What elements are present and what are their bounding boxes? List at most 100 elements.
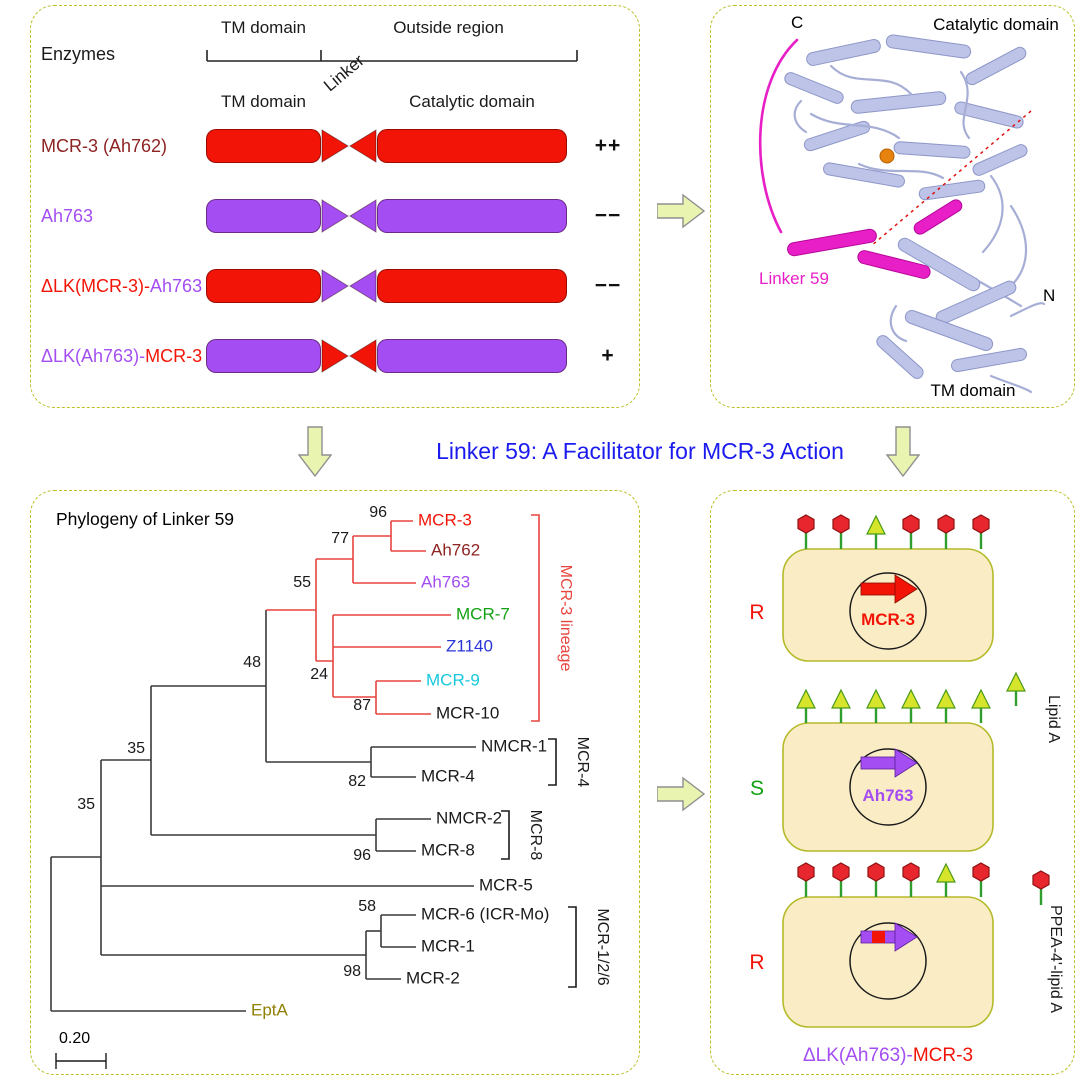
- enzyme-name: MCR-3 (Ah762): [41, 128, 167, 164]
- cells-diagram: MCR-3 Ah763 R S R Lipid A PPEA-4'-lipid …: [749, 513, 1064, 1066]
- scale-bar: 0.20: [55, 1030, 107, 1069]
- arrow-shape: [298, 426, 332, 478]
- enzyme-name-part1: Ah763: [41, 206, 94, 226]
- arrow-down-left: [298, 426, 332, 478]
- gene-arrow-mcr3: [860, 574, 918, 604]
- linker-loop: [758, 38, 799, 234]
- surface-molecule-tri: [830, 688, 852, 725]
- enzyme-row-mcr3: MCR-3 (Ah762) ++: [31, 128, 639, 164]
- catalytic-domain-bar: [377, 199, 567, 233]
- construct-label-part1: ΔLK(Ah763)-: [803, 1045, 913, 1066]
- surface-molecule-tri: [935, 862, 957, 899]
- surface-molecule-tri: [865, 514, 887, 551]
- arrow-right-top: [657, 193, 705, 229]
- tm-domain-label: TM domain: [930, 381, 1015, 400]
- linker-bowtie: [321, 199, 377, 233]
- taxon-label: MCR-10: [436, 703, 499, 722]
- ppea-lipid-a-label: PPEA-4'-lipid A: [1047, 905, 1064, 1013]
- bootstrap-value: 55: [293, 574, 311, 591]
- catalytic-domain-bar: [377, 269, 567, 303]
- taxon-label: Z1140: [446, 636, 493, 655]
- enzyme-row-dlk-ah763-mcr3: ΔLK(Ah763)-MCR-3 +: [31, 338, 639, 374]
- surface-molecule-hex: [796, 513, 816, 551]
- bowtie-left-triangle: [321, 339, 349, 373]
- taxon-label: MCR-6 (ICR-Mo): [421, 904, 549, 923]
- bootstrap-value: 96: [369, 504, 387, 521]
- clade-labels: MCR-3 lineage MCR-4 MCR-8 MCR-1/2/6: [527, 565, 611, 986]
- taxon-label: MCR-1: [421, 936, 475, 955]
- surface-molecule-tri: [865, 688, 887, 725]
- phenotype-r1: R: [749, 601, 764, 624]
- taxa-labels: MCR-3 Ah762 Ah763 MCR-7 Z1140 MCR-9 MCR-…: [251, 510, 549, 1019]
- bootstrap-values: 96 77 55 48 24 87 35 82 35 96 58 98: [77, 504, 387, 980]
- surface-molecule-hex: [936, 513, 956, 551]
- bootstrap-value: 24: [310, 666, 328, 683]
- gene-arrow-chimera: [860, 922, 918, 952]
- enzyme-name-part1: ΔLK(Ah763)-: [41, 346, 146, 366]
- surface-molecule-hex: [866, 861, 886, 899]
- cell-bodies: [782, 548, 994, 1028]
- gene-arrow-ah763: [860, 748, 918, 778]
- arrow-shape: [657, 193, 705, 229]
- taxon-label: MCR-4: [421, 766, 475, 785]
- loop-ribbons: [793, 64, 1046, 394]
- bowtie-right-triangle: [349, 129, 377, 163]
- taxon-label: NMCR-2: [436, 808, 502, 827]
- enzyme-row-ah763: Ah763 −−: [31, 198, 639, 234]
- linker-bowtie: [321, 129, 377, 163]
- region-ruler: [206, 50, 578, 62]
- tm-domain-bar: [206, 129, 321, 163]
- enzyme-name-part1: ΔLK(MCR-3)-: [41, 276, 151, 296]
- arrow-shape: [657, 776, 705, 812]
- taxon-label: MCR-9: [426, 670, 480, 689]
- bootstrap-value: 87: [353, 697, 371, 714]
- figure-main-title: Linker 59: A Facilitator for MCR-3 Actio…: [436, 438, 844, 464]
- bootstrap-value: 96: [353, 847, 371, 864]
- plasmid-ah763: [849, 748, 927, 826]
- taxon-label: Ah763: [421, 572, 470, 591]
- bowtie-right-triangle: [349, 339, 377, 373]
- linker-bowtie: [321, 339, 377, 373]
- column-catalytic-label: Catalytic domain: [409, 92, 535, 111]
- enzyme-name: ΔLK(Ah763)-MCR-3: [41, 338, 202, 374]
- catalytic-domain-label: Catalytic domain: [933, 15, 1059, 34]
- bootstrap-value: 82: [348, 773, 366, 790]
- lipid-a-icon: [1005, 671, 1027, 708]
- ruler-tm-label: TM domain: [220, 18, 307, 37]
- bracket-mcr8: [501, 810, 510, 860]
- surface-molecule-hex: [901, 513, 921, 551]
- metal-ion: [879, 148, 895, 164]
- arrow-shape: [886, 426, 920, 478]
- ruler-outside-label: Outside region: [393, 18, 504, 37]
- activity-indicator: −−: [594, 274, 622, 297]
- activity-indicator: ++: [594, 134, 622, 157]
- column-tm-label: TM domain: [220, 92, 307, 111]
- cell-body-chimera: [782, 896, 994, 1028]
- tree-branches-red: [266, 520, 451, 715]
- scale-bar-value: 0.20: [59, 1030, 90, 1047]
- tm-domain-bar: [206, 339, 321, 373]
- gene-label-mcr3: MCR-3: [861, 610, 915, 629]
- tree-title: Phylogeny of Linker 59: [56, 509, 234, 529]
- clade-label-mcr8: MCR-8: [527, 810, 544, 861]
- bowtie-right-triangle: [349, 199, 377, 233]
- surface-molecule-hex: [831, 861, 851, 899]
- plasmid-mcr3: [849, 572, 927, 650]
- construct-label-part2: MCR-3: [913, 1045, 973, 1066]
- lipid-a-label: Lipid A: [1045, 695, 1062, 743]
- n-terminus-label: N: [1043, 286, 1055, 305]
- taxon-label: Ah762: [431, 540, 480, 559]
- bracket-mcr126: [568, 906, 577, 988]
- ruler-lines: [206, 50, 578, 62]
- surface-molecule-hex: [971, 513, 991, 551]
- surface-molecule-hex: [796, 861, 816, 899]
- bowtie-left-triangle: [321, 269, 349, 303]
- activity-indicator: −−: [594, 204, 622, 227]
- phenotype-s: S: [750, 777, 764, 800]
- phenotype-r2: R: [749, 951, 764, 974]
- surface-molecule-tri: [900, 688, 922, 725]
- panel-domain-architecture: Enzymes TM domain Outside region TM doma…: [30, 5, 640, 408]
- enzymes-heading: Enzymes: [41, 44, 116, 64]
- clade-brackets: [501, 514, 577, 988]
- bootstrap-value: 98: [343, 963, 361, 980]
